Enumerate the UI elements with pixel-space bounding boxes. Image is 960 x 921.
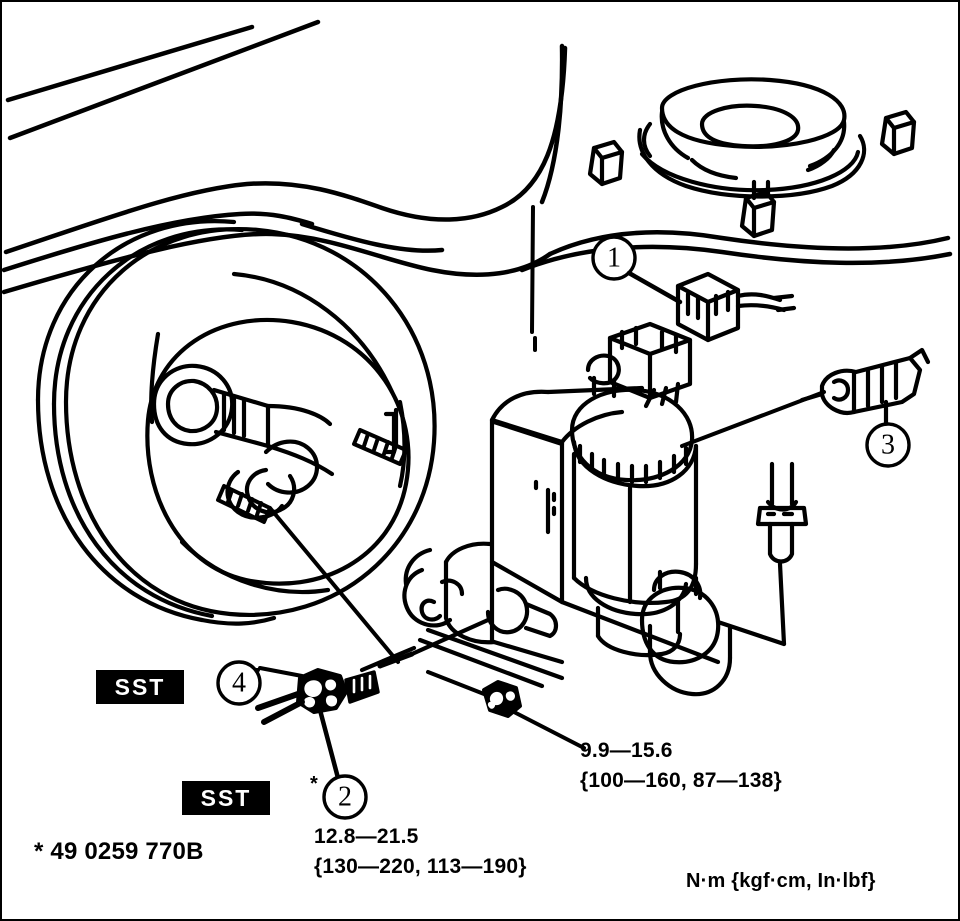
callout-4-label: 4 [232, 668, 246, 699]
leader-line-switch-to-reservoir [680, 390, 826, 448]
sst-badge-1: SST [96, 670, 184, 704]
callout-4[interactable] [216, 660, 262, 706]
reservoir-top-connector [607, 321, 693, 409]
asterisk-marker: * [310, 773, 318, 795]
power-brake-booster [35, 219, 437, 626]
level-sensor-connector [675, 271, 797, 343]
torque-spec-upper-line2: {100—160, 87—138} [580, 769, 782, 792]
vertical-reference-line [530, 205, 537, 352]
units-legend: N·m {kgf·cm, In·lbf} [686, 870, 876, 892]
pressure-switch [799, 347, 931, 427]
torque-spec-lower-line1: 12.8—21.5 [314, 825, 419, 848]
master-cylinder [359, 353, 733, 697]
sst-part-number: * 49 0259 770B [34, 838, 204, 865]
callout-3[interactable] [865, 422, 911, 468]
mounting-nut [426, 670, 586, 750]
booster-mounting-studs [216, 428, 408, 672]
callout-2-label: 2 [338, 782, 352, 813]
torque-spec-lower-line2: {130—220, 113—190} [314, 855, 527, 878]
strut-top-mount [587, 77, 917, 239]
torque-spec-upper-line1: 9.9—15.6 [580, 739, 673, 762]
sst-badge-2: SST [182, 781, 270, 815]
mounting-stud-bolt [715, 461, 809, 647]
callout-2[interactable] [322, 774, 368, 820]
callout-1-label: 1 [607, 243, 621, 274]
pipe-union-fitting [255, 651, 415, 781]
callout-1[interactable] [591, 235, 683, 305]
callout-group [216, 235, 911, 820]
callout-3-label: 3 [881, 430, 895, 461]
